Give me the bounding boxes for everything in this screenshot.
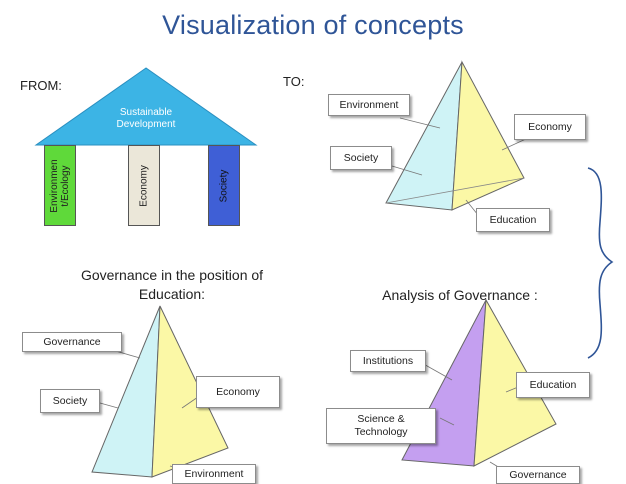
pyramid-governance (91, 305, 229, 478)
callout-institutions: Institutions (350, 350, 426, 372)
pyramid-to (385, 60, 525, 211)
pillar-society: Society (208, 145, 240, 226)
callout-science-technology: Science & Technology (326, 408, 436, 444)
pyramid-gov-right-face (151, 305, 229, 478)
callout-education: Education (476, 208, 550, 232)
page-title: Visualization of concepts (162, 10, 464, 40)
callout-environment: Environment (328, 94, 410, 116)
callout-society: Society (330, 146, 392, 170)
callout-governance-2: Governance (496, 466, 580, 484)
caption-analysis: Analysis of Governance : (382, 287, 538, 303)
pyramid-analysis-right-face (473, 298, 557, 467)
callout-society-2: Society (40, 389, 100, 413)
to-label: TO: (283, 74, 305, 89)
pillar-economy-label: Economy (138, 164, 150, 207)
from-label: FROM: (20, 78, 62, 93)
pillar-environment-label: Environmen t/Ecology (49, 158, 71, 213)
pillar-environment: Environmen t/Ecology (44, 145, 76, 226)
pyramid-to-left-face (385, 61, 463, 211)
house-roof-label: Sustainable Development (116, 107, 176, 130)
caption-governance-position: Governance in the position of Education: (80, 267, 264, 302)
callout-environment-2: Environment (172, 464, 256, 484)
callout-governance: Governance (22, 332, 122, 352)
pyramid-to-right-face (451, 60, 525, 211)
curly-brace (587, 167, 614, 359)
callout-economy-2: Economy (196, 376, 280, 408)
callout-economy: Economy (514, 114, 586, 140)
pillar-society-label: Society (218, 169, 230, 202)
pillar-economy: Economy (128, 145, 160, 226)
callout-education-2: Education (516, 372, 590, 398)
